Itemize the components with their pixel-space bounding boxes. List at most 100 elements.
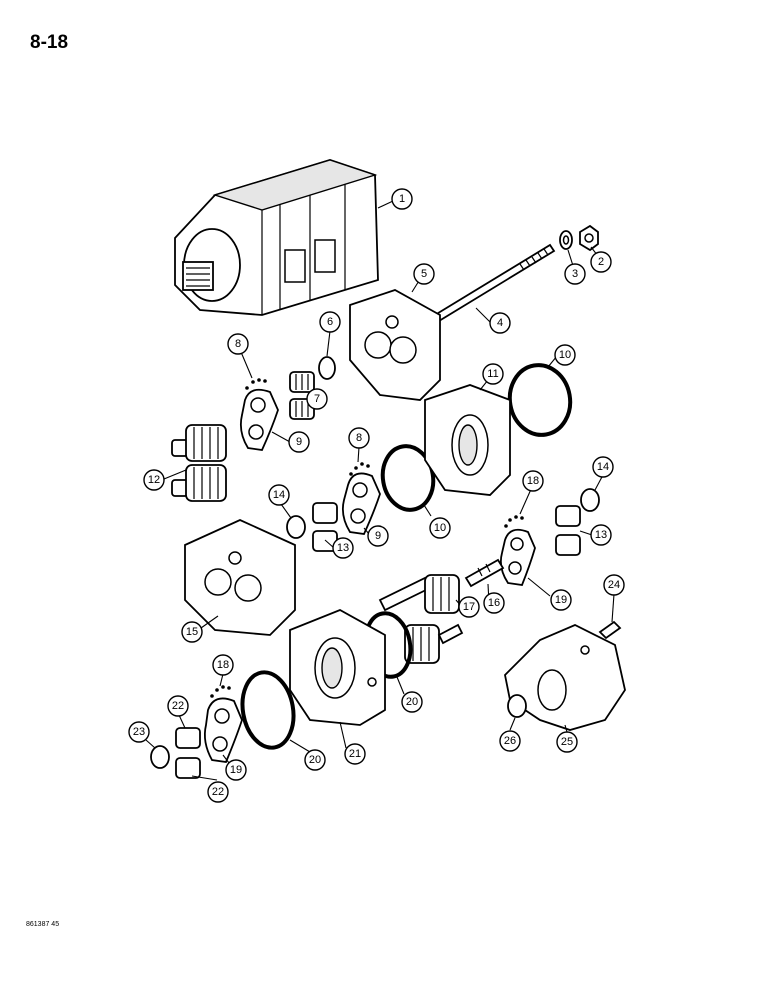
callout-13: 13 [332,537,354,559]
callout-8: 8 [227,333,249,355]
wear-plate-right [499,528,536,586]
seal-ring-right [580,488,600,512]
svg-text:3: 3 [572,268,578,280]
shaft-seal [507,694,527,718]
svg-text:2: 2 [598,256,604,268]
svg-text:19: 19 [555,594,567,606]
coupling [464,558,505,588]
svg-text:18: 18 [217,659,229,671]
svg-text:6: 6 [327,316,333,328]
callout-9: 9 [367,525,389,547]
svg-text:9: 9 [296,436,302,448]
svg-text:9: 9 [375,530,381,542]
washer [559,230,573,250]
seal-dots-right [504,515,524,528]
page-number: 8-18 [30,32,69,53]
callout-24: 24 [603,574,625,596]
svg-text:8: 8 [235,338,241,350]
seal-ring-middle [286,515,306,539]
seal-dots-lower [210,685,231,698]
callout-20: 20 [304,749,326,771]
svg-text:20: 20 [406,696,418,708]
callout-12: 12 [143,469,165,491]
svg-text:17: 17 [463,601,475,613]
seal-ring [318,356,336,380]
callout-2: 2 [590,251,612,273]
stud [428,243,556,326]
callout-8: 8 [348,427,370,449]
callout-17: 17 [458,596,480,618]
callout-21: 21 [344,743,366,765]
svg-text:10: 10 [434,522,446,534]
svg-text:8: 8 [356,432,362,444]
svg-text:23: 23 [133,726,145,738]
callout-25: 25 [556,731,578,753]
svg-text:10: 10 [559,349,571,361]
wear-plate [239,388,279,451]
seal-ring-lower [150,745,170,769]
gear-pair [171,424,227,502]
callout-4: 4 [489,312,511,334]
callout-3: 3 [564,263,586,285]
seal-dots-middle [349,462,370,476]
assembled-pump [174,159,379,316]
svg-text:11: 11 [487,368,498,380]
leader-lines [145,200,615,781]
svg-text:19: 19 [230,764,242,776]
svg-text:22: 22 [212,786,224,798]
svg-text:13: 13 [337,542,349,554]
end-cover [349,289,441,401]
callout-19: 19 [225,759,247,781]
svg-text:18: 18 [527,475,539,487]
pump-body-front [424,384,511,496]
rear-housing [184,519,296,636]
callout-7: 7 [306,388,328,410]
callout-22: 22 [207,781,229,803]
callout-16: 16 [483,592,505,614]
svg-text:16: 16 [488,597,500,609]
nut [579,224,599,252]
mounting-flange [504,624,626,731]
svg-text:24: 24 [608,579,620,591]
svg-text:14: 14 [273,489,285,501]
callout-26: 26 [499,730,521,752]
svg-text:13: 13 [595,529,607,541]
o-ring-middle [380,444,436,512]
svg-text:4: 4 [497,317,503,329]
svg-text:14: 14 [597,461,609,473]
seal-dots [245,378,267,390]
o-ring-left [240,670,296,750]
callout-9: 9 [288,431,310,453]
svg-text:7: 7 [314,393,320,405]
wear-plate-middle [341,472,381,535]
bearings-right [555,505,581,556]
callout-18: 18 [212,654,234,676]
svg-text:1: 1 [399,193,405,205]
wear-plate-lower [203,697,243,763]
callout-1: 1 [391,188,413,210]
callout-22: 22 [167,695,189,717]
svg-text:20: 20 [309,754,321,766]
o-ring-upper [507,363,573,437]
callout-13: 13 [590,524,612,546]
svg-text:15: 15 [186,626,198,638]
svg-text:26: 26 [504,735,516,747]
bearings-lower [175,727,201,779]
callout-18: 18 [522,470,544,492]
drive-gears [378,574,464,664]
plug [598,620,622,640]
svg-text:25: 25 [561,736,573,748]
svg-text:21: 21 [349,748,361,760]
svg-text:22: 22 [172,700,184,712]
svg-text:12: 12 [148,474,160,486]
callout-5: 5 [413,263,435,285]
callout-10: 10 [429,517,451,539]
pump-body-rear [289,609,386,726]
callout-6: 6 [319,311,341,333]
callout-15: 15 [181,621,203,643]
callout-11: 11 [482,363,504,385]
callout-14: 14 [592,456,614,478]
figure-code: 861387 45 [26,921,60,928]
callout-23: 23 [128,721,150,743]
